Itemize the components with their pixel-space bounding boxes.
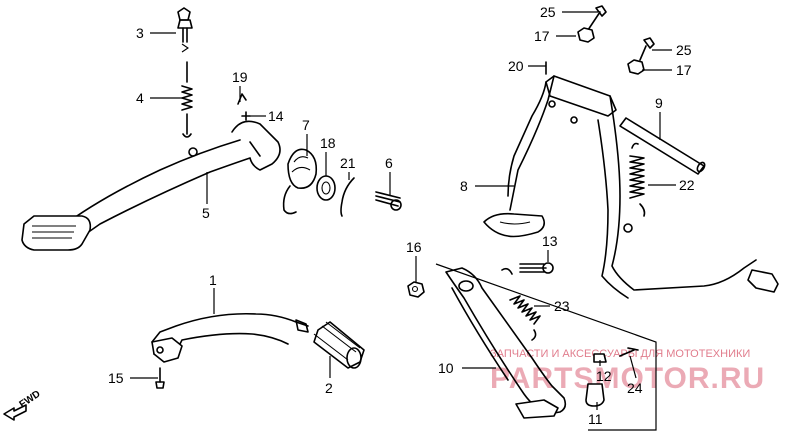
callout-20: 20 <box>508 58 524 74</box>
callout-18: 18 <box>320 135 336 151</box>
part-5-pedal-arm <box>21 120 281 251</box>
callout-25-top: 25 <box>540 4 556 20</box>
callout-labels: 3 4 19 14 5 7 18 21 6 8 9 22 20 25 17 25… <box>108 4 695 427</box>
part-17-nut-right <box>627 59 645 75</box>
callout-7: 7 <box>302 117 310 133</box>
callout-13: 13 <box>542 233 558 249</box>
part-7-return-spring <box>282 148 318 215</box>
part-18-washer <box>316 175 336 201</box>
part-1-kick-arm <box>151 312 309 363</box>
callout-2: 2 <box>325 380 333 396</box>
callout-15: 15 <box>108 370 124 386</box>
callout-19: 19 <box>232 69 248 85</box>
part-9-shaft <box>619 117 706 175</box>
callout-16: 16 <box>406 239 422 255</box>
callout-9: 9 <box>655 95 663 111</box>
fwd-arrow-icon <box>3 404 27 421</box>
part-13-bolt <box>519 262 554 274</box>
callout-6: 6 <box>385 155 393 171</box>
part-4-spring <box>181 61 193 138</box>
callout-25-right: 25 <box>676 42 692 58</box>
part-11-bolt <box>585 383 605 407</box>
part-19-bolt <box>237 93 247 105</box>
leader-lines <box>130 11 676 431</box>
callout-4: 4 <box>136 90 144 106</box>
part-2-rubber-grip <box>313 321 365 369</box>
callout-11: 11 <box>588 411 603 427</box>
callout-5: 5 <box>202 205 210 221</box>
part-3-bolt <box>177 7 193 53</box>
part-25-bolt-right <box>639 37 655 61</box>
callout-21: 21 <box>340 155 356 171</box>
watermark-brand: PARTSMOTOR.RU <box>490 362 765 395</box>
callout-17-right: 17 <box>676 62 692 78</box>
part-10-side-stand <box>445 267 567 419</box>
callout-8: 8 <box>460 178 468 194</box>
callout-1: 1 <box>209 272 217 288</box>
callout-23: 23 <box>554 298 570 314</box>
part-17-nut-top <box>577 27 595 43</box>
part-22-spring <box>629 142 646 217</box>
callout-22: 22 <box>679 177 695 193</box>
part-16-nut <box>407 281 425 298</box>
part-14-bolt <box>241 111 251 121</box>
part-15-bolt <box>155 367 165 389</box>
part-24-bolt <box>619 347 639 357</box>
part-6-bolt <box>375 191 402 211</box>
watermark: ЗАПЧАСТИ И АКСЕССУАРЫ ДЛЯ МОТОТЕХНИКИ PA… <box>490 348 765 395</box>
part-8-main-stand <box>483 75 779 299</box>
callout-12: 12 <box>596 368 612 384</box>
part-21-circlip <box>340 177 355 217</box>
fwd-label: FWD <box>18 389 43 411</box>
part-12-pin <box>593 353 607 363</box>
callout-3: 3 <box>136 25 144 41</box>
callout-10: 10 <box>438 360 454 376</box>
callout-17-top: 17 <box>534 28 550 44</box>
part-23-spring <box>501 267 541 341</box>
callout-14: 14 <box>268 108 284 124</box>
callout-24: 24 <box>627 380 643 396</box>
fwd-indicator: FWD <box>3 389 43 421</box>
part-25-bolt-top <box>587 5 607 31</box>
watermark-tagline: ЗАПЧАСТИ И АКСЕССУАРЫ ДЛЯ МОТОТЕХНИКИ <box>490 348 750 360</box>
